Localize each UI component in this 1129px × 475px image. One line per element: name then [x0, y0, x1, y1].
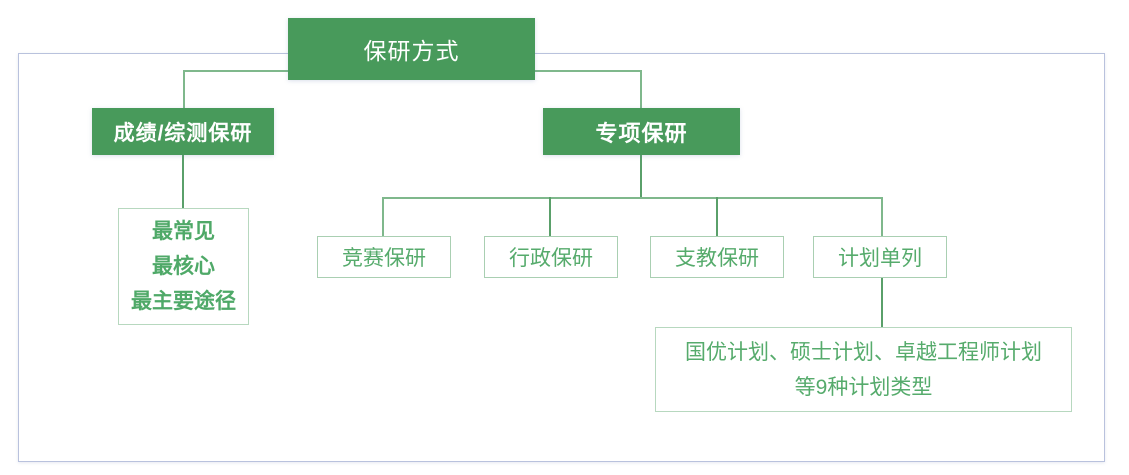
- connector-special-stem: [640, 155, 642, 199]
- node-root-baoyan-method[interactable]: 保研方式: [288, 18, 535, 80]
- node-highlight-notes: 最常见 最核心 最主要途径: [118, 208, 249, 325]
- connector-to-leaf-3: [881, 197, 883, 237]
- plans-line-1: 国优计划、硕士计划、卓越工程师计划: [685, 340, 1042, 364]
- node-grade-comprehensive[interactable]: 成绩/综测保研: [92, 108, 274, 155]
- connector-grade-to-highlight: [182, 155, 184, 209]
- connector-level2-bar: [382, 197, 883, 199]
- node-teaching-support-baoyan[interactable]: 支教保研: [650, 236, 784, 278]
- node-plan-types-detail: 国优计划、硕士计划、卓越工程师计划 等9种计划类型: [655, 327, 1072, 412]
- connector-to-grade: [183, 70, 185, 110]
- connector-to-special: [640, 70, 642, 110]
- connector-to-leaf-2: [716, 197, 718, 237]
- node-special-program[interactable]: 专项保研: [543, 108, 740, 155]
- connector-to-leaf-0: [382, 197, 384, 237]
- highlight-line-2: 最核心: [152, 255, 215, 278]
- highlight-line-1: 最常见: [152, 220, 215, 243]
- plans-line-2: 等9种计划类型: [794, 375, 933, 399]
- node-separate-plan[interactable]: 计划单列: [813, 236, 947, 278]
- connector-leaf3-to-plans: [881, 278, 883, 328]
- node-competition-baoyan[interactable]: 竞赛保研: [317, 236, 451, 278]
- node-administrative-baoyan[interactable]: 行政保研: [484, 236, 618, 278]
- connector-to-leaf-1: [549, 197, 551, 237]
- highlight-line-3: 最主要途径: [131, 290, 236, 313]
